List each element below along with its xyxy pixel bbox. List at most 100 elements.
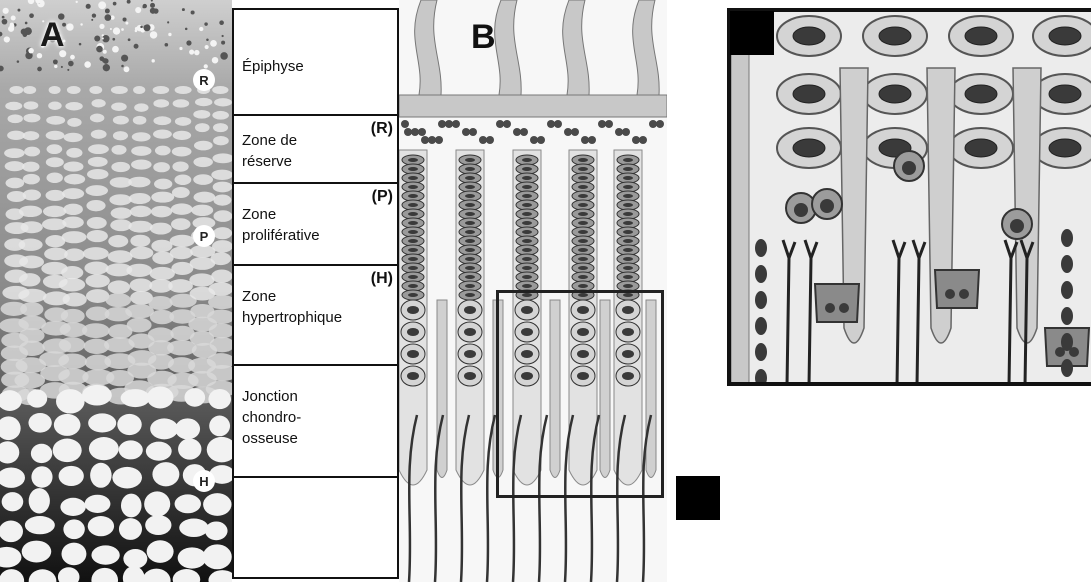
proliferative-nucleus bbox=[408, 221, 418, 225]
chondrocyte bbox=[151, 206, 172, 217]
tissue-speckle bbox=[68, 61, 74, 67]
chondrocyte bbox=[4, 148, 25, 158]
tissue-speckle bbox=[143, 24, 150, 31]
tissue-speckle bbox=[28, 48, 34, 54]
chondrocyte bbox=[111, 162, 130, 172]
chondrocyte bbox=[195, 123, 210, 132]
proliferative-nucleus bbox=[465, 185, 475, 189]
chondrocyte bbox=[58, 353, 87, 369]
tissue-speckle bbox=[204, 22, 207, 25]
proliferative-nucleus bbox=[623, 230, 633, 234]
hypertrophic-lacuna bbox=[53, 439, 82, 463]
chondrocyte bbox=[193, 157, 213, 167]
zone-row-hypertrophic: Zonehypertrophique (H) bbox=[234, 266, 397, 366]
chondrocyte bbox=[19, 341, 45, 356]
chondrocyte bbox=[49, 86, 61, 94]
invading-cell-nucleus bbox=[794, 203, 808, 217]
zone-row-bottom bbox=[234, 478, 397, 579]
hypertrophic-lacuna bbox=[119, 440, 143, 459]
tissue-speckle bbox=[121, 28, 124, 31]
chondrocyte bbox=[172, 187, 190, 198]
tissue-speckle bbox=[2, 16, 5, 19]
chondrocyte bbox=[213, 195, 231, 206]
proliferative-nucleus bbox=[408, 293, 418, 297]
hypertrophic-lacuna bbox=[147, 386, 174, 408]
reserve-chondrocyte bbox=[479, 136, 487, 144]
zone-name: Épiphyse bbox=[242, 56, 304, 77]
tissue-speckle bbox=[121, 65, 124, 68]
proliferative-nucleus bbox=[465, 293, 475, 297]
tissue-speckle bbox=[61, 66, 63, 68]
tissue-speckle bbox=[110, 28, 112, 30]
proliferative-nucleus bbox=[465, 275, 475, 279]
chondrocyte bbox=[148, 327, 174, 342]
chondrocyte bbox=[87, 217, 107, 229]
tissue-speckle bbox=[150, 3, 155, 8]
tissue-speckle bbox=[102, 37, 104, 39]
tissue-speckle bbox=[103, 50, 107, 54]
chondrocyte bbox=[214, 210, 232, 222]
tissue-speckle bbox=[113, 27, 120, 34]
invading-cell-nucleus bbox=[820, 199, 834, 213]
osteoclast-nucleus bbox=[945, 289, 955, 299]
tissue-speckle bbox=[70, 55, 75, 60]
proliferative-nucleus bbox=[623, 257, 633, 261]
chondrocyte bbox=[125, 304, 154, 318]
chondrocyte bbox=[130, 278, 153, 292]
panel-a-micrograph: A R P H bbox=[0, 0, 232, 582]
chondrocyte bbox=[46, 116, 65, 125]
reserve-chondrocyte bbox=[598, 120, 606, 128]
chondrocyte-nucleus bbox=[965, 139, 997, 157]
chondrocyte bbox=[130, 206, 152, 217]
tissue-speckle bbox=[112, 38, 115, 41]
chondrocyte bbox=[213, 227, 232, 239]
chondrocyte bbox=[108, 250, 133, 263]
proliferative-nucleus bbox=[578, 230, 588, 234]
tissue-speckle bbox=[165, 43, 169, 47]
proliferative-nucleus bbox=[623, 212, 633, 216]
tissue-speckle bbox=[123, 17, 127, 21]
proliferative-nucleus bbox=[408, 239, 418, 243]
chondrocyte bbox=[129, 193, 151, 204]
proliferative-nucleus bbox=[465, 266, 475, 270]
zone-name: Zoneproliférative bbox=[242, 204, 320, 246]
reserve-chondrocyte bbox=[615, 128, 623, 136]
chondrocyte bbox=[194, 192, 216, 203]
chondrocyte bbox=[19, 273, 41, 286]
osteoblast bbox=[755, 343, 767, 361]
chondrocyte bbox=[46, 157, 64, 167]
chondrocyte bbox=[63, 204, 82, 215]
tissue-speckle bbox=[99, 24, 104, 29]
hypertrophic-nucleus bbox=[407, 328, 419, 336]
hypertrophic-lacuna bbox=[54, 414, 81, 436]
reserve-chondrocyte bbox=[404, 128, 412, 136]
chondrocyte bbox=[23, 174, 40, 185]
chondrocyte bbox=[154, 179, 172, 190]
hypertrophic-nucleus bbox=[464, 328, 476, 336]
chondrocyte bbox=[191, 205, 213, 216]
chondrocyte bbox=[132, 132, 151, 141]
proliferative-nucleus bbox=[465, 284, 475, 288]
osteoclast-nucleus bbox=[825, 303, 835, 313]
tissue-speckle bbox=[221, 41, 225, 45]
tissue-speckle bbox=[179, 47, 182, 50]
proliferative-nucleus bbox=[578, 239, 588, 243]
reserve-chondrocyte bbox=[513, 128, 521, 136]
reserve-chondrocyte bbox=[428, 136, 436, 144]
chondrocyte bbox=[24, 101, 39, 109]
hypertrophic-lacuna bbox=[28, 413, 51, 433]
chondrocyte bbox=[153, 86, 170, 94]
chondrocyte bbox=[87, 230, 108, 242]
tissue-speckle bbox=[11, 15, 16, 20]
tissue-speckle bbox=[135, 30, 138, 33]
hypertrophic-lacuna bbox=[184, 388, 205, 406]
chondrocyte bbox=[14, 372, 45, 388]
chondrocyte bbox=[213, 123, 228, 132]
chondrocyte bbox=[214, 98, 232, 106]
tissue-speckle bbox=[150, 8, 156, 14]
osteoblast bbox=[1061, 229, 1073, 247]
hypertrophic-nucleus bbox=[464, 372, 476, 380]
chondrocyte bbox=[61, 309, 85, 323]
tissue-speckle bbox=[135, 7, 141, 13]
chondrocyte bbox=[153, 116, 171, 125]
